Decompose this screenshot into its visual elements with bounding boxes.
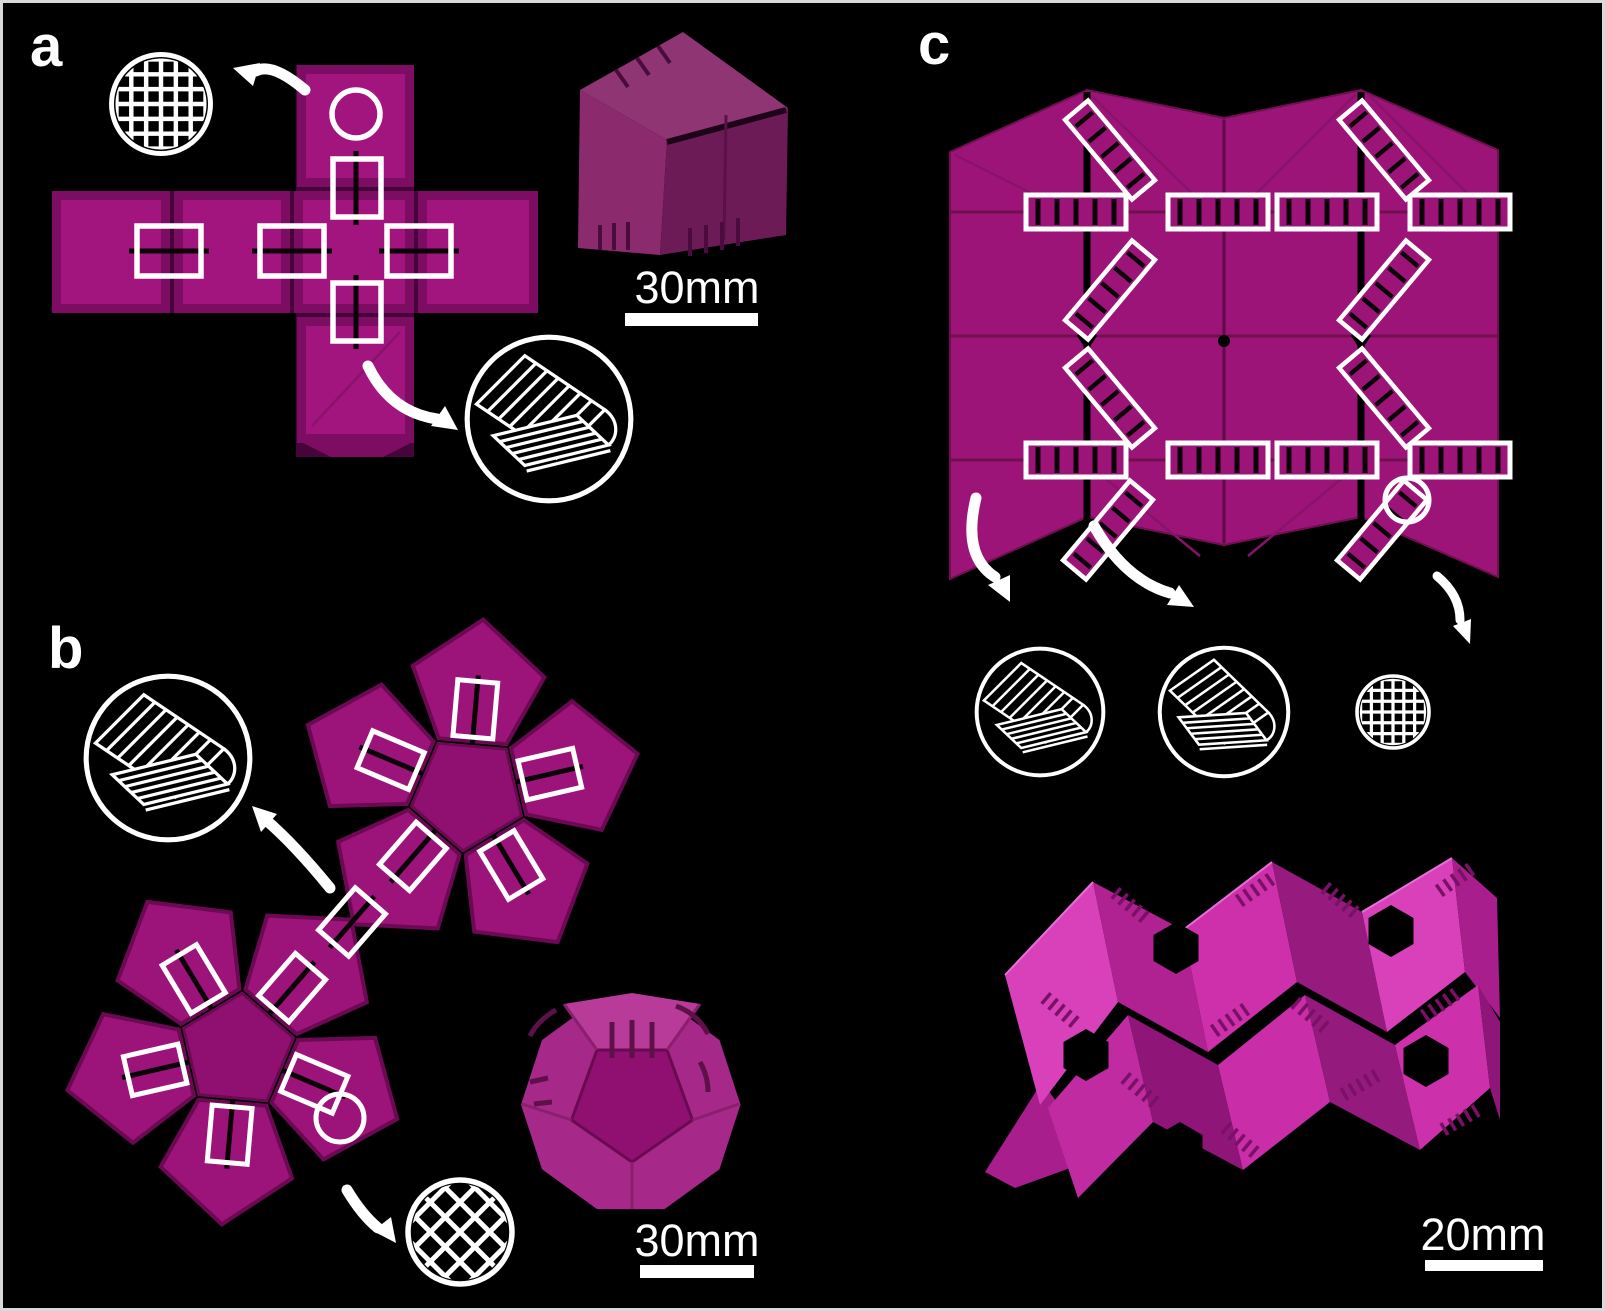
scale-label-a: 30mm <box>634 262 759 313</box>
cube-net-tiles <box>52 65 538 457</box>
cube-slits <box>598 44 740 256</box>
scale-bar-c: 20mm <box>1420 1209 1546 1271</box>
arrow-to-crosshatch-b <box>341 1184 384 1234</box>
hinge-marks-a <box>129 151 459 349</box>
square-mesh-icon-a <box>112 55 211 154</box>
panel-c: c <box>918 12 1546 1271</box>
circle-marker-a <box>329 87 383 141</box>
scale-bar-a: 30mm <box>625 262 760 326</box>
dodecahedron-net <box>0 603 668 1308</box>
herringbone-net <box>949 88 1510 579</box>
folded-herringbone-photo <box>985 857 1500 1198</box>
arrow-to-laminate-a <box>362 360 443 425</box>
dodecahedron-slits <box>527 1003 711 1107</box>
arrow-to-laminate-c2 <box>1088 520 1176 599</box>
panel-a-label: a <box>30 14 63 79</box>
folded-dodecahedron-photo <box>521 993 741 1210</box>
panel-b-label: b <box>48 616 83 681</box>
square-mesh-icon-c <box>1357 676 1429 748</box>
circle-marker-c <box>1382 475 1432 525</box>
scale-bar-b: 30mm <box>634 1215 760 1278</box>
arrow-to-mesh-a <box>250 63 311 96</box>
arrow-to-laminate-b <box>260 814 336 894</box>
folded-cube-photo <box>578 32 788 256</box>
arrow-to-laminate-c1 <box>966 492 1001 583</box>
panel-a: a <box>30 14 788 501</box>
circle-marker-b <box>313 1091 367 1145</box>
arrow-to-mesh-c <box>1432 571 1465 625</box>
scale-label-b: 30mm <box>634 1215 759 1266</box>
cube-net <box>52 65 538 457</box>
scale-label-c: 20mm <box>1420 1209 1545 1260</box>
panel-c-label: c <box>918 12 950 77</box>
panel-b: b <box>0 603 760 1309</box>
